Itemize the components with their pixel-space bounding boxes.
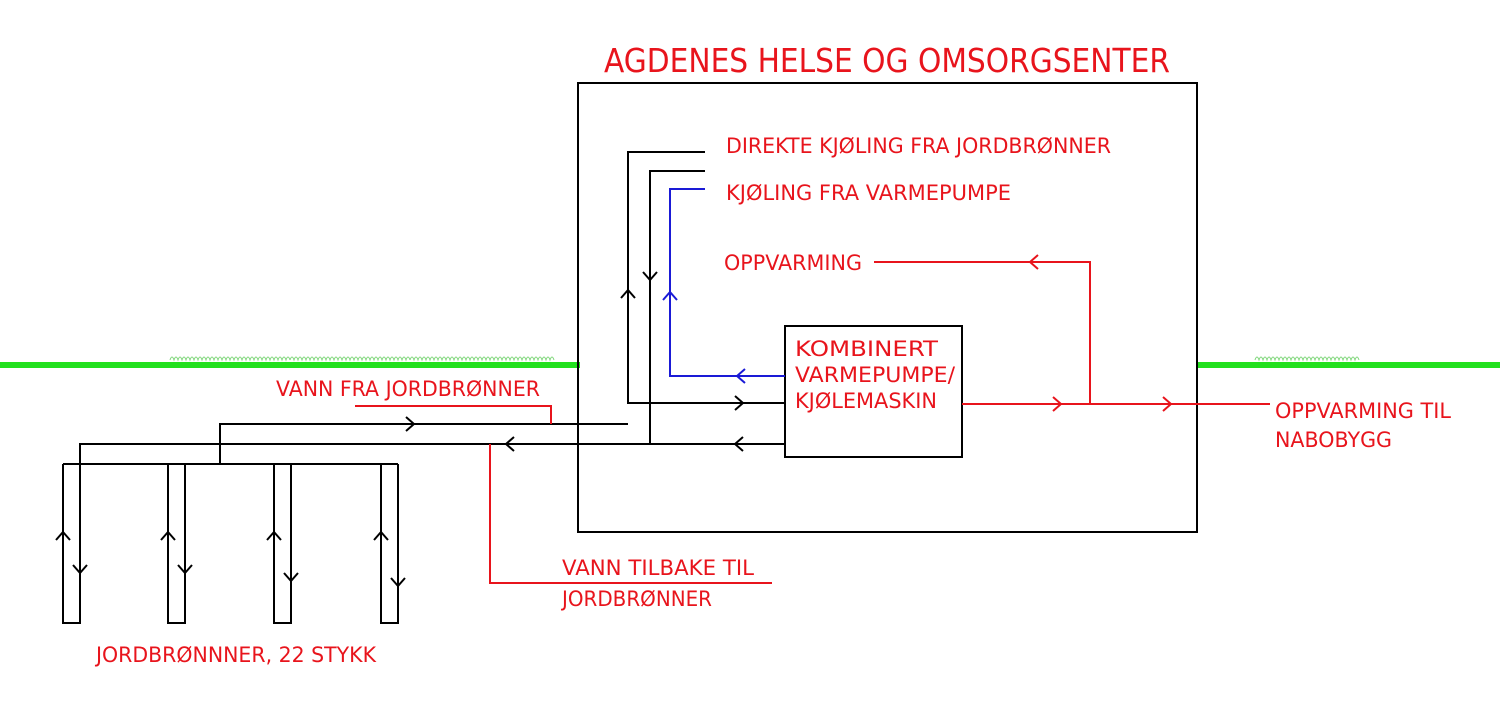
ground-loop-mains [79, 416, 650, 464]
label-wells-count: JORDBRØNNNER, 22 STYKK [94, 643, 377, 667]
label-direct-cooling: DIREKTE KJØLING FRA JORDBRØNNER [726, 134, 1111, 158]
label-neighbor-heating-line2: NABOBYGG [1275, 428, 1392, 452]
heating-pipes [874, 254, 1270, 412]
label-heatpump-cooling: KJØLING FRA VARMEPUMPE [726, 181, 1011, 205]
building-outline [577, 82, 1198, 533]
ground-wells [55, 463, 406, 624]
heat-pump-cooling-pipe [662, 188, 785, 384]
label-heating: OPPVARMING [724, 251, 862, 275]
unit-label-line1: KOMBINERT [795, 337, 938, 361]
label-leaders [355, 405, 772, 584]
diagram-title: AGDENES HELSE OG OMSORGSENTER [604, 41, 1170, 80]
heat-pump-unit-box [784, 325, 963, 458]
label-water-return-line2: JORDBRØNNER [560, 587, 712, 611]
unit-label-line3: KJØLEMASKIN [795, 389, 937, 413]
ground-surface [0, 356, 1500, 368]
unit-label-line2: VARMEPUMPE/ [795, 363, 956, 387]
label-water-from-wells: VANN FRA JORDBRØNNER [276, 377, 540, 401]
label-water-return-line1: VANN TILBAKE TIL [562, 556, 754, 580]
direct-cooling-pipes [620, 151, 785, 452]
label-neighbor-heating-line1: OPPVARMING TIL [1275, 399, 1451, 423]
